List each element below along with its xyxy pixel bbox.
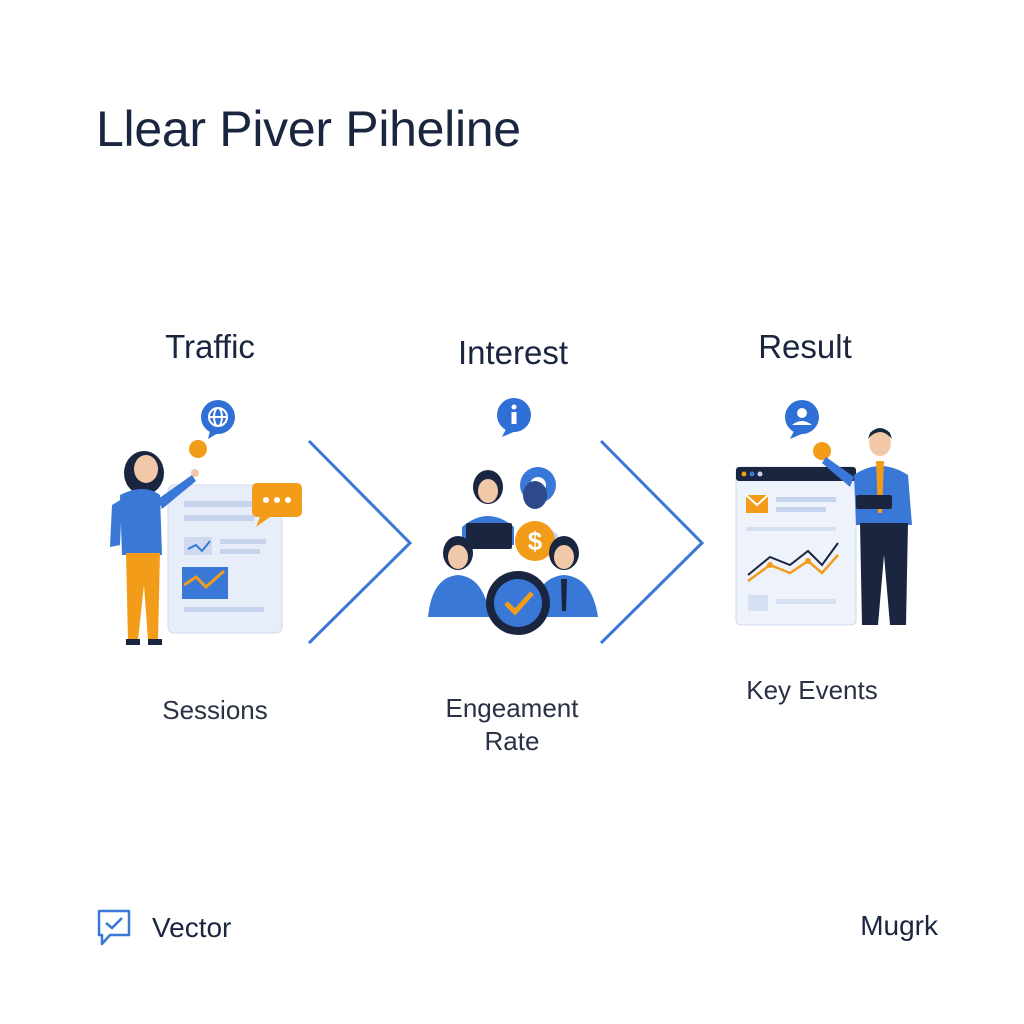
- traffic-illustration: [110, 400, 302, 645]
- chat-check-icon: [97, 909, 131, 946]
- stage-title-interest: Interest: [457, 334, 569, 371]
- stage-metric-sessions: Sessions: [162, 695, 268, 725]
- result-illustration: [735, 400, 912, 626]
- stage-title-result: Result: [758, 328, 852, 365]
- chevron-right-icon: [599, 439, 705, 645]
- stage-metric-engagement: Engeament Rate: [392, 692, 632, 758]
- notification-dot: [189, 440, 207, 458]
- footer-brand: Vector: [96, 908, 231, 948]
- footer-left-label: Vector: [152, 912, 232, 943]
- svg-text:$: $: [528, 526, 543, 556]
- user-icon: [785, 400, 819, 439]
- chevron-right-icon: [307, 439, 413, 645]
- stage-metric-line1: Engeament: [445, 693, 579, 723]
- stage-metric-key-events: Key Events: [746, 675, 878, 705]
- page-title: Llear Piver Pihel­ine: [96, 101, 521, 157]
- footer-right-label: Mugrk: [860, 910, 938, 941]
- stage-title-traffic: Traffic: [165, 328, 255, 365]
- interest-illustration: $: [428, 398, 598, 635]
- stage-metric-line2: Rate: [484, 726, 540, 756]
- globe-icon: [201, 400, 235, 439]
- info-icon: [497, 398, 531, 437]
